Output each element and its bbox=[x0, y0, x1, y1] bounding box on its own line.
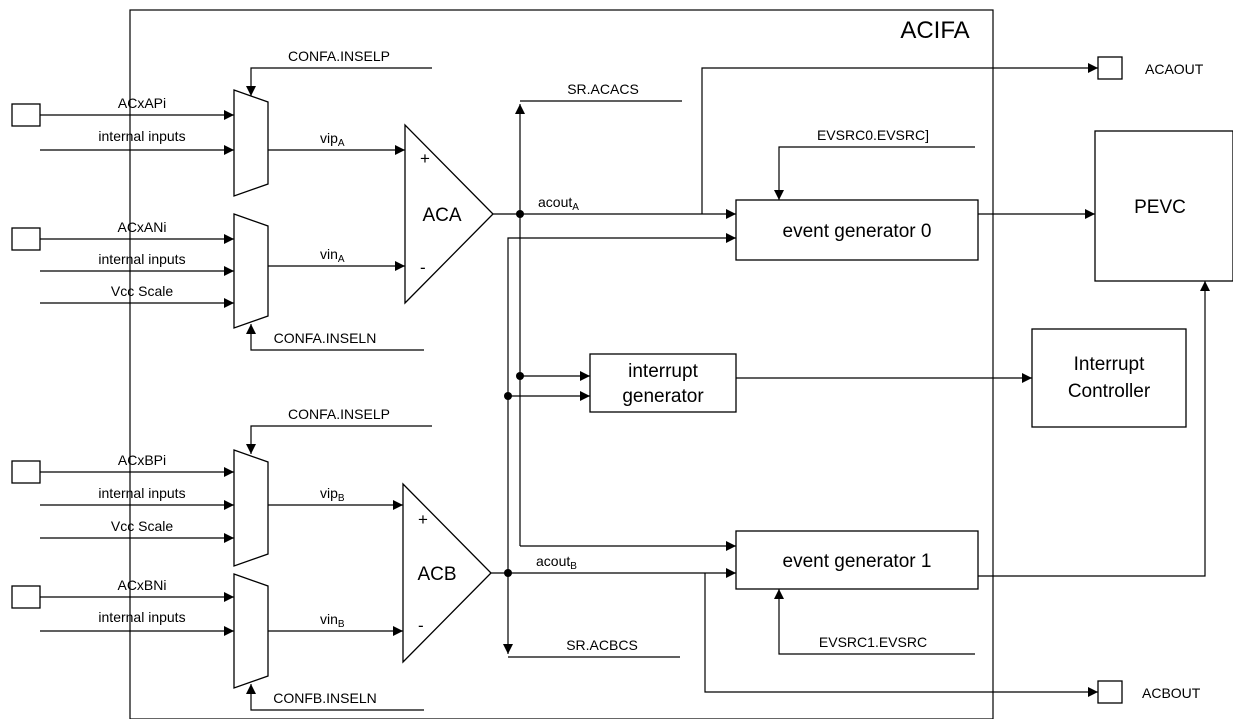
wire-confb-inseln bbox=[246, 684, 424, 711]
label-vcc-scale-a: Vcc Scale bbox=[111, 283, 173, 299]
label-internal-inputs-an: internal inputs bbox=[98, 251, 185, 267]
label-vin-b: vinB bbox=[320, 611, 345, 630]
acb-label: ACB bbox=[417, 564, 456, 585]
wire-confa-inselp-a bbox=[246, 67, 432, 96]
mux-a-positive bbox=[233, 89, 269, 197]
interrupt-generator bbox=[589, 353, 737, 413]
wire-acbout bbox=[704, 573, 1098, 697]
label-acxbpi: ACxBPi bbox=[118, 452, 166, 468]
event-generator-1 bbox=[735, 530, 979, 590]
label-acbout: ACBOUT bbox=[1142, 685, 1201, 701]
event-generator-0 bbox=[735, 199, 979, 261]
wire-evsrc1 bbox=[774, 589, 975, 655]
label-acout-b: acoutB bbox=[536, 553, 577, 572]
label-confa-inseln: CONFA.INSELN bbox=[274, 330, 377, 346]
label-acout-a: acoutA bbox=[538, 194, 579, 213]
wire-confa-inselp-b bbox=[246, 425, 432, 454]
pin-acxapi bbox=[11, 103, 41, 127]
label-interrupt-generator-1: interrupt bbox=[628, 361, 698, 382]
acifa-module-boundary bbox=[129, 9, 994, 719]
wire-evgen1-pevc bbox=[978, 281, 1210, 577]
label-interrupt-controller-1: Interrupt bbox=[1074, 354, 1145, 375]
label-vip-a: vipA bbox=[320, 130, 345, 149]
acifa-title: ACIFA bbox=[900, 17, 969, 44]
label-evsrc1: EVSRC1.EVSRC bbox=[819, 634, 927, 650]
label-sr-acbcs: SR.ACBCS bbox=[566, 637, 638, 653]
pin-acbout bbox=[1097, 680, 1123, 704]
mux-b-positive bbox=[233, 449, 269, 567]
pin-acaout bbox=[1097, 56, 1123, 80]
mux-a-negative bbox=[233, 213, 269, 329]
label-sr-acacs: SR.ACACS bbox=[567, 81, 639, 97]
pevc-block bbox=[1094, 130, 1233, 282]
wire-acout-b-evgen0 bbox=[507, 233, 736, 573]
label-vcc-scale-b: Vcc Scale bbox=[111, 518, 173, 534]
label-confa-inselp-a: CONFA.INSELP bbox=[288, 48, 390, 64]
label-evsrc0: EVSRC0.EVSRC] bbox=[817, 127, 929, 143]
label-acxbni: ACxBNi bbox=[117, 577, 166, 593]
label-internal-inputs-bn: internal inputs bbox=[98, 609, 185, 625]
label-confb-inseln: CONFB.INSELN bbox=[273, 690, 376, 706]
label-pevc: PEVC bbox=[1134, 197, 1186, 218]
pin-acxbpi bbox=[11, 460, 41, 484]
mux-b-negative bbox=[233, 573, 269, 689]
label-internal-inputs: internal inputs bbox=[98, 128, 185, 144]
wire-confa-inseln bbox=[246, 324, 424, 351]
label-acxapi: ACxAPi bbox=[118, 95, 166, 111]
pin-acxani bbox=[11, 227, 41, 251]
wire-evsrc0 bbox=[774, 146, 975, 200]
label-interrupt-controller-2: Controller bbox=[1068, 381, 1151, 402]
label-interrupt-generator-2: generator bbox=[622, 386, 704, 407]
label-vin-a: vinA bbox=[320, 246, 345, 265]
wire-acaout bbox=[701, 63, 1098, 214]
acb-minus-sign: - bbox=[418, 616, 424, 635]
label-confa-inselp-b: CONFA.INSELP bbox=[288, 406, 390, 422]
interrupt-controller bbox=[1031, 328, 1187, 428]
label-event-generator-0: event generator 0 bbox=[783, 221, 932, 242]
label-acxani: ACxANi bbox=[117, 219, 166, 235]
pin-acxbni bbox=[11, 585, 41, 609]
label-event-generator-1: event generator 1 bbox=[783, 551, 932, 572]
label-acaout: ACAOUT bbox=[1145, 61, 1204, 77]
aca-label: ACA bbox=[422, 205, 461, 226]
comparator-acb bbox=[402, 482, 492, 664]
aca-minus-sign: - bbox=[420, 258, 426, 277]
aca-plus-sign: + bbox=[420, 149, 430, 168]
label-vip-b: vipB bbox=[320, 485, 345, 504]
label-internal-inputs-bp: internal inputs bbox=[98, 485, 185, 501]
comparator-aca bbox=[404, 123, 494, 305]
acb-plus-sign: + bbox=[418, 510, 428, 529]
